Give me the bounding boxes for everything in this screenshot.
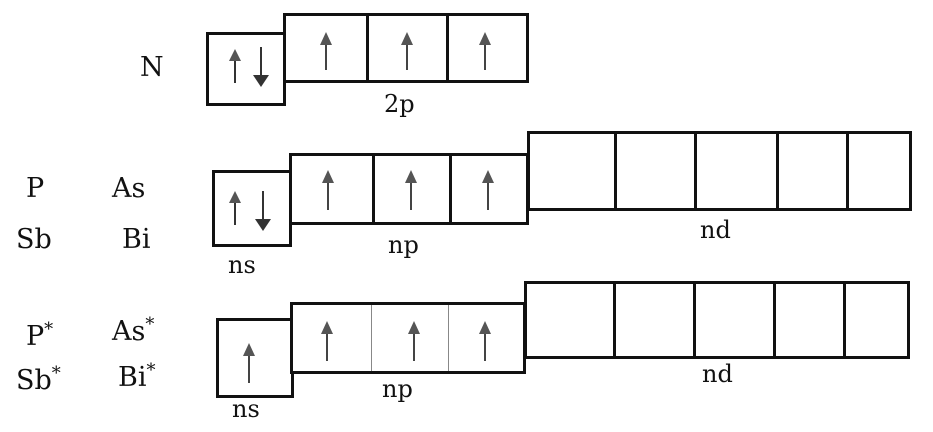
spin-up-arrow-icon xyxy=(482,170,494,210)
spin-up-arrow-icon xyxy=(322,170,334,210)
d-orbital-cell xyxy=(613,284,693,356)
spin-up-arrow-icon xyxy=(229,49,241,83)
p-subshell-label-row3: np xyxy=(382,375,413,403)
d-subshell-label-row3: nd xyxy=(702,360,733,388)
excited-mark: * xyxy=(51,363,61,384)
d-orbital-cell xyxy=(846,134,912,208)
element-label-n: N xyxy=(140,52,164,83)
d-orbital-cell xyxy=(773,284,843,356)
s-orbital-box-row2 xyxy=(212,170,292,247)
p-orbital-cell xyxy=(448,305,526,371)
p-subshell-label-n: 2p xyxy=(384,90,415,118)
d-orbital-cell xyxy=(530,134,614,208)
d-orbital-box-row3 xyxy=(524,281,910,359)
spin-up-arrow-icon xyxy=(479,32,491,70)
spin-up-arrow-icon xyxy=(405,170,417,210)
excited-mark: * xyxy=(44,319,54,340)
p-orbital-cell xyxy=(449,156,529,222)
s-subshell-label-row2: ns xyxy=(228,251,256,279)
spin-up-arrow-icon xyxy=(401,32,413,70)
p-orbital-cell xyxy=(371,305,448,371)
d-orbital-cell xyxy=(843,284,910,356)
p-orbital-cell xyxy=(286,16,366,80)
spin-up-arrow-icon xyxy=(229,191,241,225)
d-orbital-cell xyxy=(693,284,773,356)
spin-up-arrow-icon xyxy=(479,321,491,361)
d-orbital-cell xyxy=(614,134,694,208)
element-label-p-excited: P* xyxy=(26,319,54,352)
p-orbital-cell xyxy=(292,156,372,222)
spin-up-arrow-icon xyxy=(320,32,332,70)
spin-up-arrow-icon xyxy=(243,343,255,383)
excited-mark: * xyxy=(146,360,156,381)
element-label-as-excited: As* xyxy=(112,314,155,347)
spin-up-arrow-icon xyxy=(321,321,333,361)
s-orbital-box-n xyxy=(206,32,286,106)
spin-up-arrow-icon xyxy=(408,321,420,361)
p-orbital-cell xyxy=(366,16,446,80)
p-subshell-label-row2: np xyxy=(388,231,419,259)
d-subshell-label-row2: nd xyxy=(700,216,731,244)
d-orbital-cell xyxy=(776,134,846,208)
spin-down-arrow-icon xyxy=(255,191,271,231)
p-orbital-cell xyxy=(446,16,526,80)
p-orbital-cell xyxy=(293,305,371,371)
element-label-sb-excited: Sb* xyxy=(16,363,61,396)
spin-down-arrow-icon xyxy=(253,47,269,87)
d-orbital-cell xyxy=(527,284,613,356)
p-orbital-box-row3 xyxy=(290,302,526,374)
element-label-as: As xyxy=(112,173,146,204)
d-orbital-cell xyxy=(694,134,776,208)
element-label-bi: Bi xyxy=(122,224,151,255)
element-label-sb: Sb xyxy=(16,224,52,255)
p-orbital-box-n xyxy=(283,13,529,83)
d-orbital-box-row2 xyxy=(527,131,912,211)
s-orbital-box-row3 xyxy=(216,318,294,398)
element-label-bi-excited: Bi* xyxy=(118,360,156,393)
element-label-p: P xyxy=(26,173,45,204)
p-orbital-cell xyxy=(372,156,449,222)
excited-mark: * xyxy=(145,314,155,335)
p-orbital-box-row2 xyxy=(289,153,529,225)
s-subshell-label-row3: ns xyxy=(232,395,260,423)
